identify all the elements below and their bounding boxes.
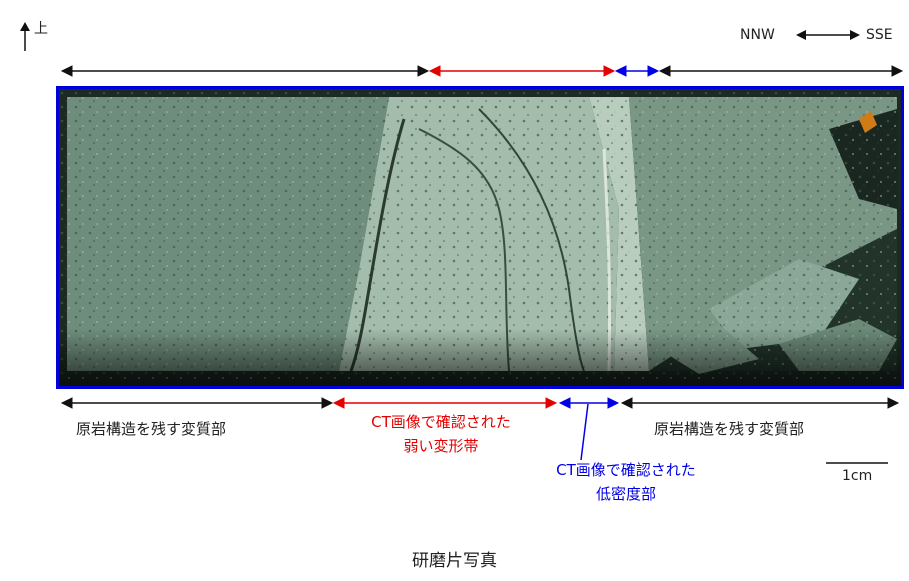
left-zone-label: 原岩構造を残す変質部 — [76, 420, 227, 438]
bottom-arrow-right-zone — [620, 397, 900, 409]
low-density-label-line1: CT画像で確認された — [556, 461, 696, 479]
figure-caption: 研磨片写真 — [412, 551, 497, 571]
bottom-zone-arrows — [60, 397, 900, 409]
top-arrow-right-zone — [658, 65, 904, 77]
double-arrow-icon — [796, 30, 860, 40]
bottom-arrow-low-density — [558, 397, 620, 409]
weak-zone-label-line2: 弱い変形帯 — [403, 437, 479, 455]
bottom-arrow-weak-zone — [332, 397, 558, 409]
bottom-arrow-left-zone — [60, 397, 334, 409]
scale-label: 1cm — [842, 468, 873, 484]
weak-zone-label: CT画像で確認された 弱い変形帯 — [336, 410, 546, 458]
top-arrow-left-zone — [60, 65, 430, 77]
low-density-leader-line — [580, 403, 589, 461]
up-label: 上 — [34, 21, 48, 37]
low-density-label-line2: 低密度部 — [595, 485, 656, 503]
top-zone-arrows — [60, 65, 904, 77]
polished-slab-photo — [56, 86, 904, 389]
direction-sse-label: SSE — [866, 27, 893, 43]
top-arrow-low-density — [614, 65, 660, 77]
low-density-label: CT画像で確認された 低密度部 — [526, 458, 726, 506]
right-zone-label: 原岩構造を残す変質部 — [654, 420, 805, 438]
direction-nnw-label: NNW — [740, 27, 775, 43]
top-arrow-weak-zone — [428, 65, 616, 77]
scale-bar — [826, 462, 888, 464]
weak-zone-label-line1: CT画像で確認された — [371, 413, 511, 431]
up-arrow-icon — [20, 22, 30, 51]
